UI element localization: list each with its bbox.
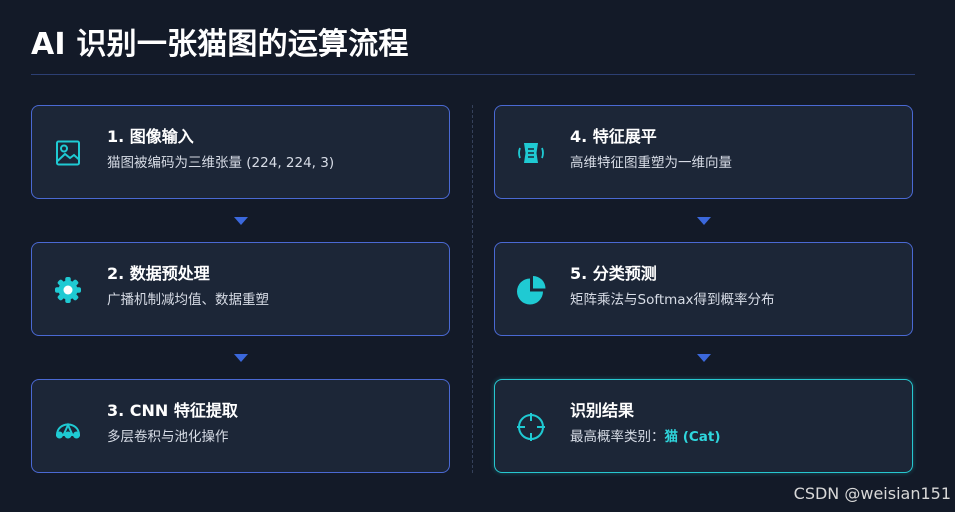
step-flatten-card: 4. 特征展平 高维特征图重塑为一维向量: [494, 105, 913, 199]
flow-arrow-down: [234, 217, 248, 225]
step-description: 矩阵乘法与Softmax得到概率分布: [570, 292, 775, 308]
image-icon: [52, 137, 84, 169]
result-value: 猫 (Cat): [664, 429, 721, 445]
step-title: 5. 分类预测: [570, 264, 657, 283]
crosshair-icon: [515, 411, 547, 443]
step-title: 2. 数据预处理: [107, 264, 210, 283]
page-title: AI 识别一张猫图的运算流程: [31, 27, 409, 62]
step-description: 高维特征图重塑为一维向量: [570, 155, 732, 171]
flow-arrow-down: [697, 217, 711, 225]
flow-arrow-down: [234, 354, 248, 362]
step-classification-card: 5. 分类预测 矩阵乘法与Softmax得到概率分布: [494, 242, 913, 336]
step-description: 多层卷积与池化操作: [107, 429, 229, 445]
result-label: 最高概率类别：: [570, 429, 665, 445]
title-divider: [31, 74, 915, 75]
step-cnn-feature-extraction-card: 3. CNN 特征提取 多层卷积与池化操作: [31, 379, 450, 473]
network-icon: [52, 411, 84, 443]
step-image-input-card: 1. 图像输入 猫图被编码为三维张量 (224, 224, 3): [31, 105, 450, 199]
column-divider: [472, 105, 473, 473]
step-title: 3. CNN 特征提取: [107, 401, 238, 420]
watermark: CSDN @weisian151: [793, 484, 951, 503]
result-title: 识别结果: [570, 401, 635, 420]
result-description: 最高概率类别：猫 (Cat): [570, 428, 721, 446]
gear-icon: [52, 274, 84, 306]
compress-icon: [515, 137, 547, 169]
step-title: 1. 图像输入: [107, 127, 194, 146]
step-description: 广播机制减均值、数据重塑: [107, 292, 269, 308]
pie-chart-icon: [515, 274, 547, 306]
step-preprocessing-card: 2. 数据预处理 广播机制减均值、数据重塑: [31, 242, 450, 336]
flow-arrow-down: [697, 354, 711, 362]
step-description: 猫图被编码为三维张量 (224, 224, 3): [107, 155, 335, 171]
step-title: 4. 特征展平: [570, 127, 657, 146]
result-card: 识别结果 最高概率类别：猫 (Cat): [494, 379, 913, 473]
